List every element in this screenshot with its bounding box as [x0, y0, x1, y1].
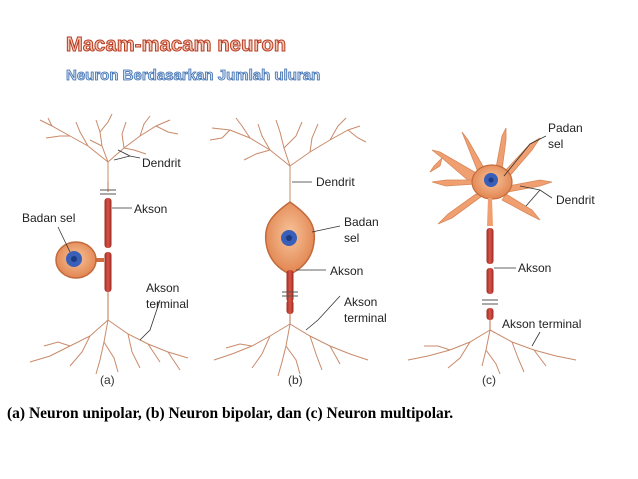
unipolar-cell-body: [55, 241, 104, 279]
unipolar-neuron-panel: Dendrit Badan sel Akson Akson terminal (…: [22, 113, 189, 387]
bipolar-axon-label: Akson: [330, 264, 363, 278]
bipolar-cell-body-label-2: sel: [344, 231, 359, 245]
multipolar-cell-body-label-2: sel: [548, 137, 563, 151]
bipolar-cell-body: [264, 201, 316, 275]
panel-c-sublabel: (c): [482, 373, 496, 387]
unipolar-terminal-label-2: terminal: [146, 297, 189, 311]
multipolar-axon: [482, 198, 498, 330]
bipolar-axon-terminal: [213, 323, 369, 377]
slide-title: Macam-macam neuron: [65, 34, 287, 57]
unipolar-dendrite-label: Dendrit: [142, 156, 181, 170]
slide-subtitle: Neuron Berdasarkan Jumlah uluran: [66, 67, 321, 85]
panel-a-sublabel: (a): [100, 373, 115, 387]
unipolar-axon-label: Akson: [134, 202, 167, 216]
bipolar-dendrites: [209, 117, 367, 208]
multipolar-terminal-label: Akson terminal: [502, 317, 581, 331]
multipolar-dendrites: [429, 127, 553, 225]
bipolar-axon: [282, 270, 298, 324]
bipolar-dendrite-label: Dendrit: [316, 175, 355, 189]
multipolar-axon-label: Akson: [518, 261, 551, 275]
bipolar-terminal-label-1: Akson: [344, 295, 377, 309]
unipolar-axon: [100, 182, 116, 320]
unipolar-cell-body-label: Badan sel: [22, 211, 75, 225]
unipolar-axon-terminal: [29, 319, 189, 375]
figure-caption: (a) Neuron unipolar, (b) Neuron bipolar,…: [7, 405, 454, 422]
panel-b-sublabel: (b): [288, 373, 303, 387]
unipolar-terminal-label-1: Akson: [146, 281, 179, 295]
unipolar-dendrites: [39, 113, 179, 182]
bipolar-neuron-panel: Dendrit Badan sel Akson Akson terminal (…: [209, 117, 387, 387]
multipolar-dendrite-label: Dendrit: [556, 193, 595, 207]
neuron-types-diagram: Dendrit Badan sel Akson Akson terminal (…: [22, 113, 595, 387]
bipolar-terminal-label-2: terminal: [344, 311, 387, 325]
unipolar-pointers: [57, 149, 161, 341]
multipolar-pointers: [494, 135, 553, 347]
bipolar-pointers: [292, 181, 341, 331]
multipolar-cell-body: [471, 164, 513, 200]
multipolar-cell-body-label-1: Padan: [548, 121, 583, 135]
multipolar-neuron-panel: Padan sel Dendrit Akson Akson terminal (…: [407, 121, 595, 387]
multipolar-axon-terminal: [407, 329, 577, 375]
bipolar-cell-body-label-1: Badan: [344, 215, 379, 229]
